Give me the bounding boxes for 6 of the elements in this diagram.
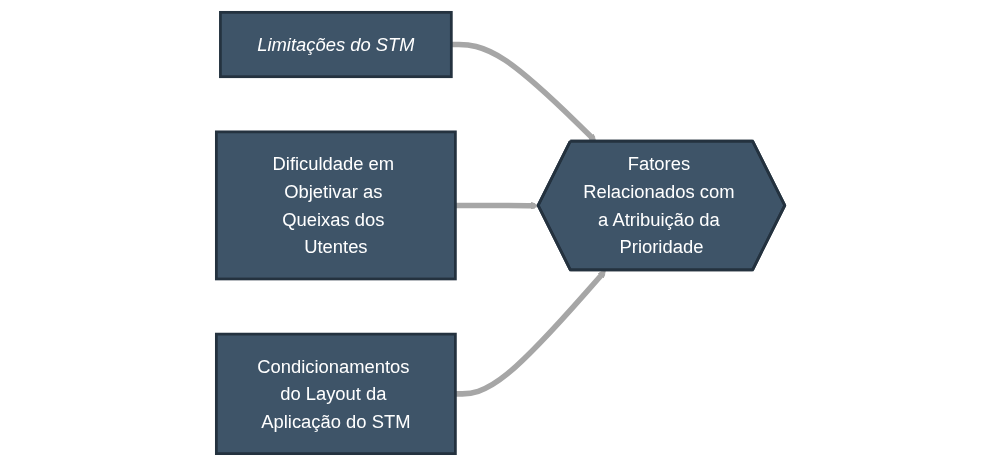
node-box: Condicionamentos do Layout da Aplicação do STM: [215, 332, 458, 455]
node-box: Limitações do STM: [219, 10, 454, 79]
arrow: [451, 41, 597, 142]
node-box: Dificuldade em Objetivar as Queixas dos Utentes: [215, 130, 458, 281]
arrow: [455, 201, 540, 210]
arrow: [455, 269, 607, 397]
